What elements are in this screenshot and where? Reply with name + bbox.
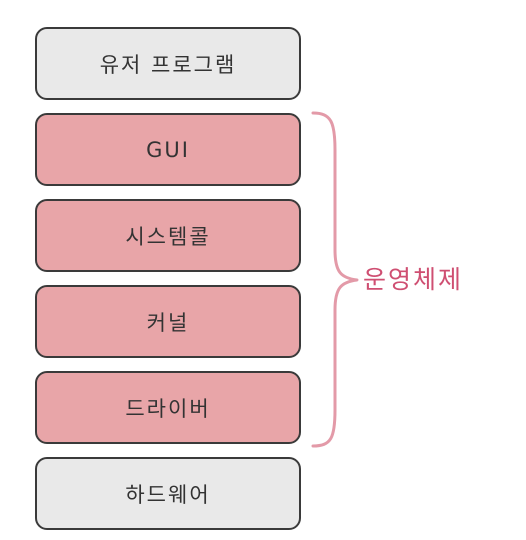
layer-label: GUI	[146, 137, 190, 162]
layer-label: 드라이버	[125, 396, 211, 421]
layer-label: 하드웨어	[125, 482, 211, 507]
layer-kernel: 커널	[35, 285, 301, 358]
layer-label: 커널	[146, 310, 190, 335]
layer-gui: GUI	[35, 113, 301, 186]
layer-driver: 드라이버	[35, 371, 301, 444]
layer-user-program: 유저 프로그램	[35, 27, 301, 100]
curly-brace-icon	[311, 111, 359, 448]
operating-system-label: 운영체제	[363, 265, 464, 294]
layer-hardware: 하드웨어	[35, 457, 301, 530]
layer-label: 유저 프로그램	[99, 52, 237, 77]
layer-system-call: 시스템콜	[35, 199, 301, 272]
layer-label: 시스템콜	[125, 224, 211, 249]
